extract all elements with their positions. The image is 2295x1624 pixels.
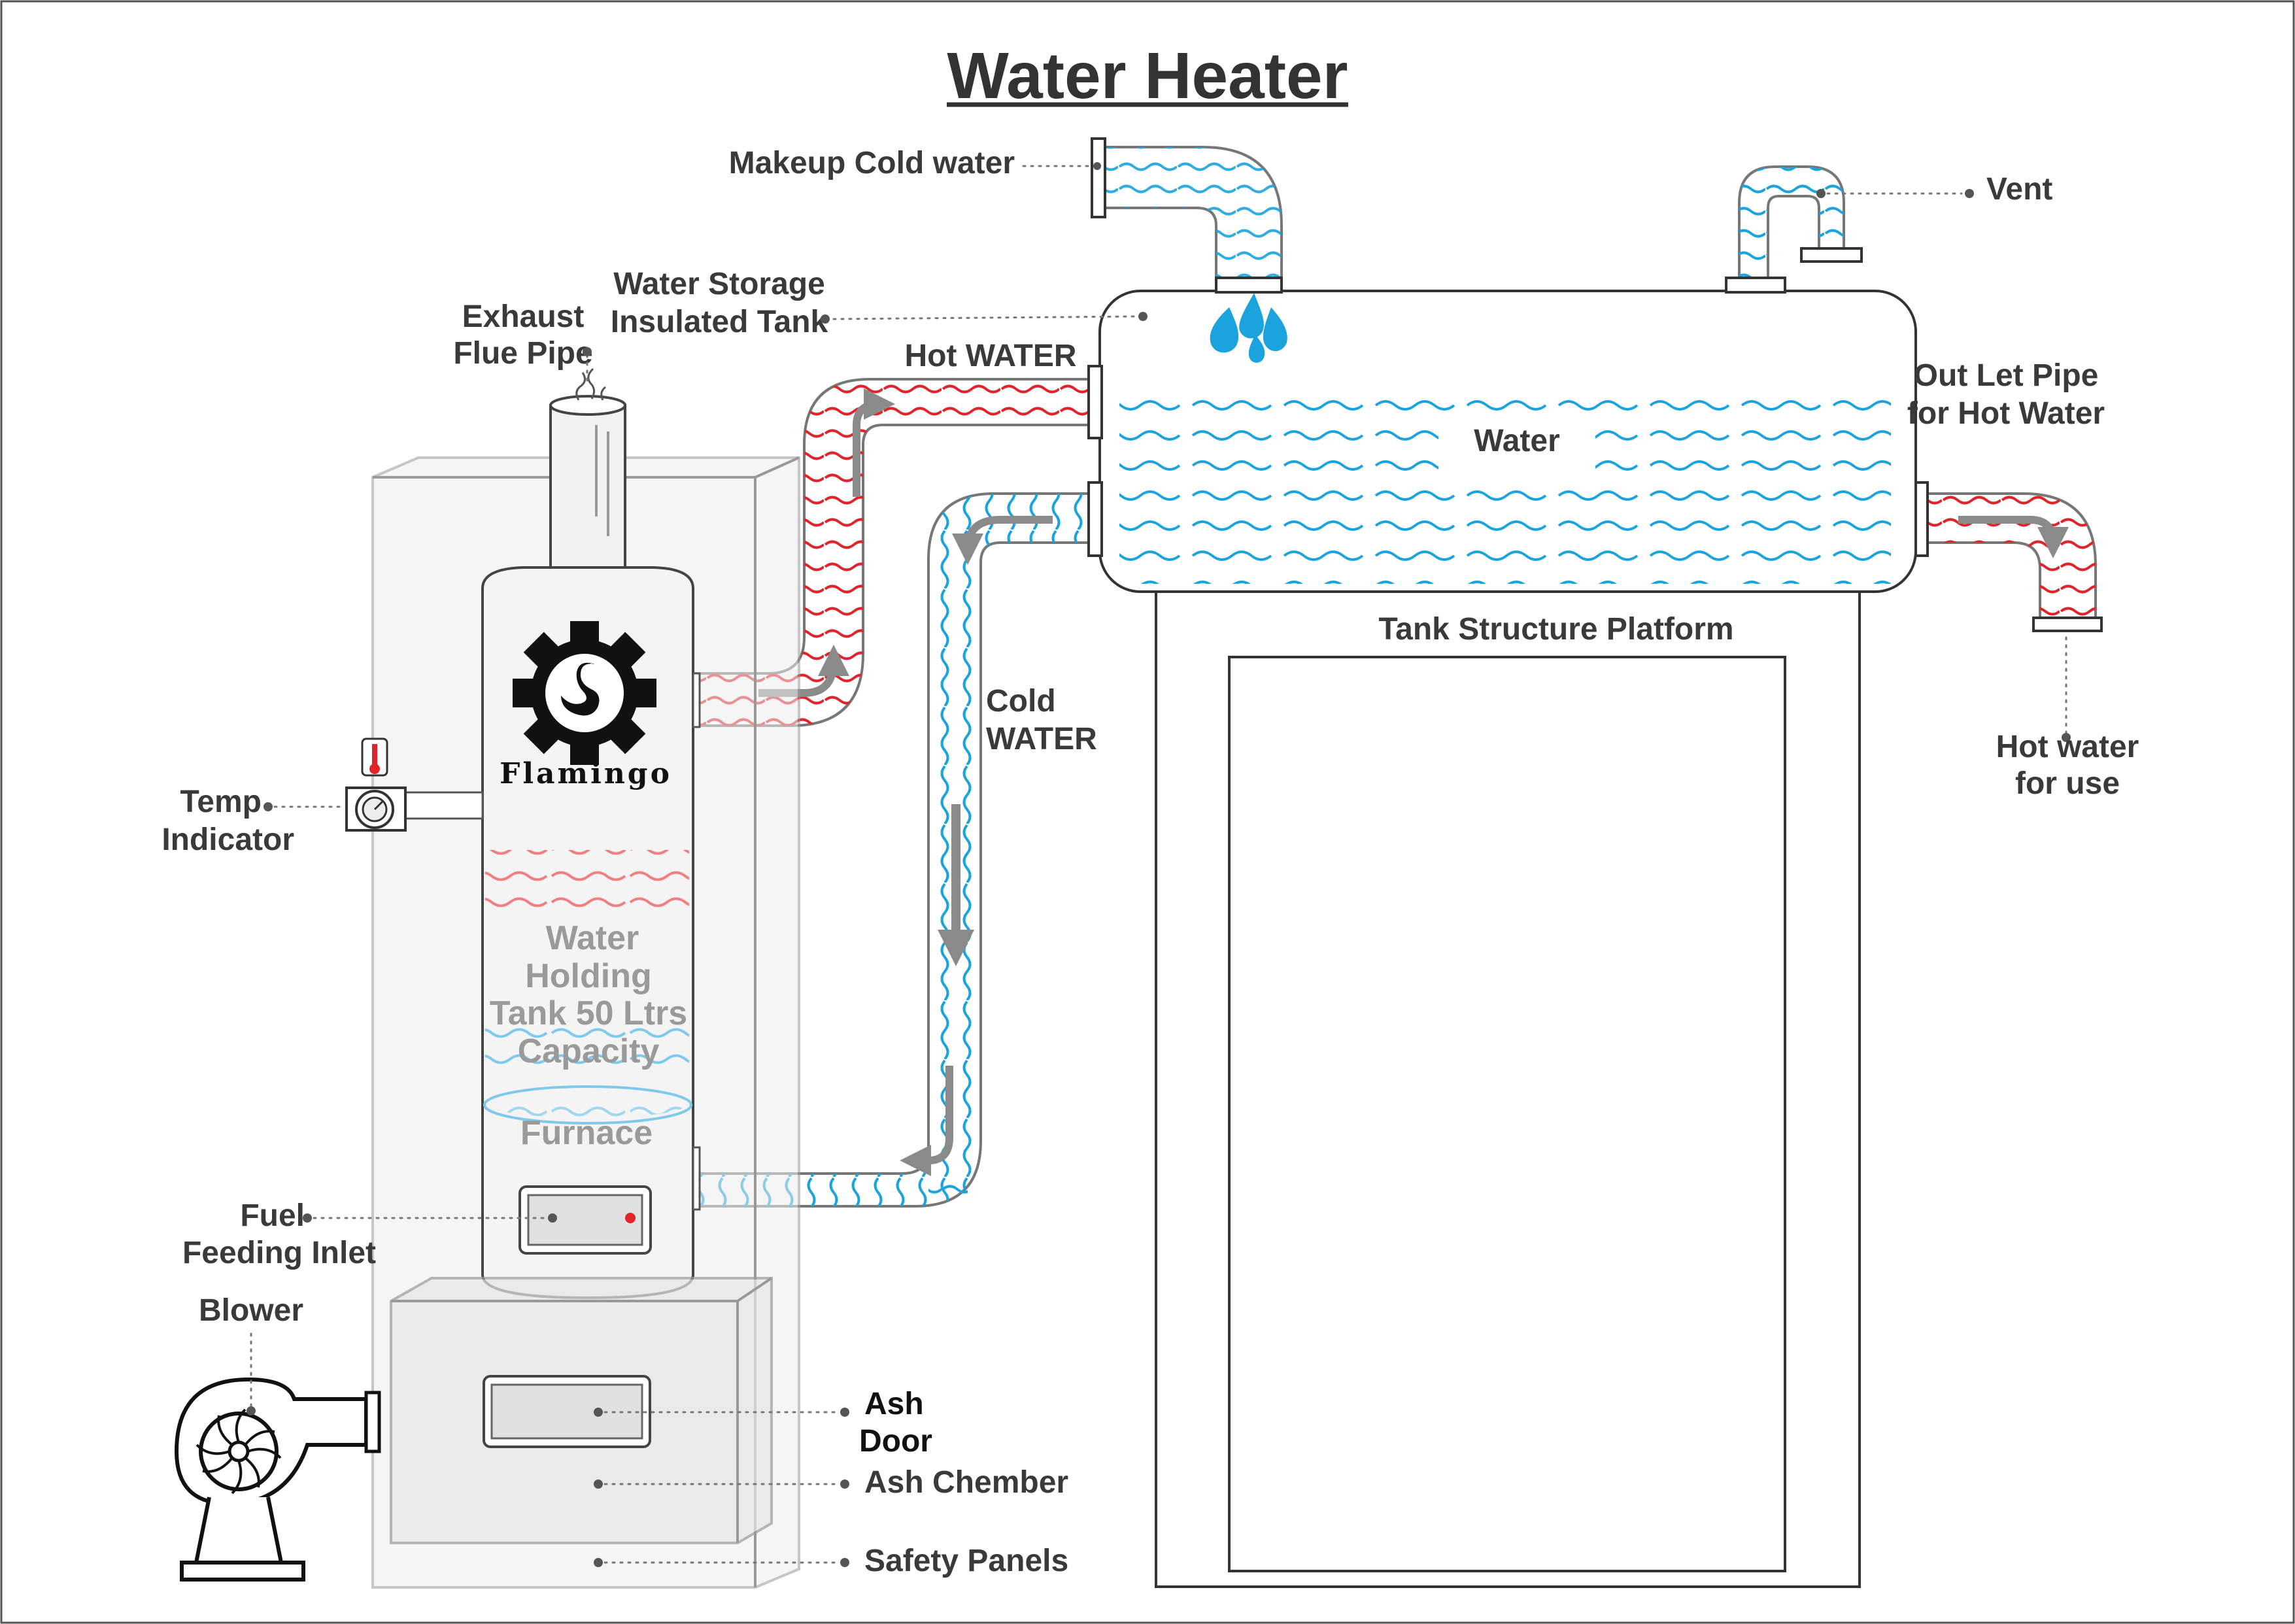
safety-panels-label: Safety Panels <box>864 1544 1068 1578</box>
water-drop-icon <box>1210 293 1287 363</box>
fuel-feeding-door <box>518 1185 652 1255</box>
holding-tank-label-line2: Holding <box>525 957 652 995</box>
cold-water-label-line1: Cold <box>986 684 1056 719</box>
cold-water-label-line2: WATER <box>986 722 1097 756</box>
ash-door-label-line1: Ash <box>864 1387 924 1421</box>
hot-water-pipe-label: Hot WATER <box>904 339 1076 373</box>
holding-tank-label-line3: Tank 50 Ltrs <box>490 994 687 1032</box>
outlet-pipe-label-line1: Out Let Pipe <box>1914 358 2099 393</box>
temp-indicator-label-line1: Temp <box>180 785 262 819</box>
blower <box>174 1377 381 1582</box>
hot-outlet-stub <box>692 672 701 728</box>
vent-label: Vent <box>1986 172 2052 207</box>
temp-indicator-label-line2: Indicator <box>162 822 294 857</box>
makeup-cold-water-pipe <box>1091 137 1283 294</box>
page-title: Water Heater <box>947 39 1348 112</box>
flamingo-logo <box>513 621 656 765</box>
storage-tank-label-line2: Insulated Tank <box>611 305 828 339</box>
ash-chamber-label: Ash Chember <box>864 1465 1068 1500</box>
brand-name: Flamingo <box>500 757 672 790</box>
exhaust-label-line1: Exhaust <box>462 299 585 334</box>
water-label: Water <box>1474 424 1560 458</box>
fuel-inlet-label-line2: Feeding Inlet <box>182 1236 376 1270</box>
fuel-inlet-label-line1: Fuel <box>240 1198 305 1233</box>
vent-pipe <box>1725 165 1863 294</box>
hot-water-use-label-line2: for use <box>2015 766 2120 801</box>
exhaust-flue-pipe <box>549 367 626 573</box>
makeup-cold-water-label: Makeup Cold water <box>729 146 1015 180</box>
outlet-pipe <box>1914 481 2103 632</box>
platform-label: Tank Structure Platform <box>1378 612 1733 647</box>
temp-indicator <box>345 737 484 832</box>
ash-door-label-line2: Door <box>859 1424 932 1459</box>
holding-tank-label-line1: Water <box>546 919 639 957</box>
heater-body <box>481 566 694 1300</box>
exhaust-label-line2: Flue Pipe <box>453 336 592 371</box>
tank-structure-platform <box>1155 590 1861 1588</box>
blower-label: Blower <box>199 1293 303 1328</box>
ash-door <box>483 1375 651 1448</box>
storage-tank <box>1098 290 1917 593</box>
storage-tank-label-line1: Water Storage <box>613 267 825 301</box>
cold-inlet-stub <box>692 1146 701 1211</box>
outlet-pipe-label-line2: for Hot Water <box>1907 396 2105 431</box>
holding-tank-label-line4: Capacity <box>518 1032 660 1070</box>
hot-water-use-label-line1: Hot water <box>1996 730 2139 764</box>
furnace-label: Furnace <box>520 1114 653 1152</box>
